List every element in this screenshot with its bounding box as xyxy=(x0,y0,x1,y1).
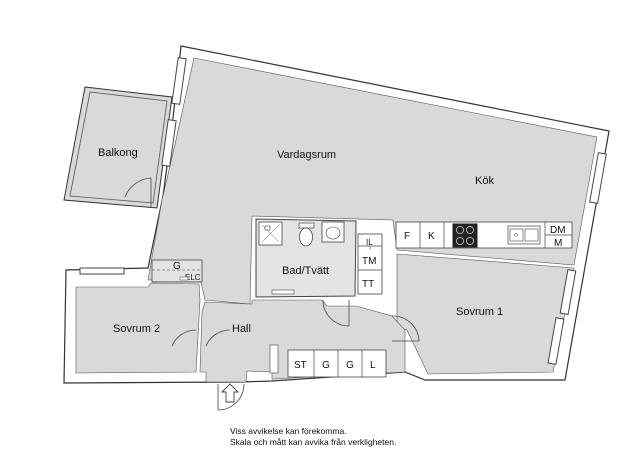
disclaimer-line-1: Viss avvikelse kan förekomma. xyxy=(230,426,347,436)
room-label-hall: Hall xyxy=(232,323,251,335)
fixture-k: K xyxy=(428,231,435,242)
fixture-tm: TM xyxy=(362,256,376,267)
kitchen-counter xyxy=(395,221,573,249)
room-label-vardagsrum: Vardagsrum xyxy=(277,149,336,161)
room-label-sovrum-1: Sovrum 1 xyxy=(456,306,503,318)
fixture-l: L xyxy=(370,360,376,371)
fixture-st: ST xyxy=(294,360,307,371)
balcony xyxy=(63,86,173,209)
fixture-g-closet: G xyxy=(173,261,181,272)
entrance-arrow-icon xyxy=(220,383,240,403)
toilet xyxy=(298,222,315,229)
fixture-g2: G xyxy=(346,360,354,371)
door-swings xyxy=(124,177,420,411)
fixture-dm: DM xyxy=(550,225,566,236)
hall-storage xyxy=(287,349,387,378)
disclaimer-line-2: Skala och mått kan avvika från verklighe… xyxy=(230,437,397,447)
fixture-m: M xyxy=(554,238,562,249)
room-label-balkong: Balkong xyxy=(98,147,138,159)
stove xyxy=(452,223,478,248)
bedroom2-floor xyxy=(75,282,201,374)
fixture-elc: ELC xyxy=(185,273,201,282)
room-label-bad-tvatt: Bad/Tvätt xyxy=(282,265,329,277)
fixture-g1: G xyxy=(322,360,330,371)
windows xyxy=(79,57,607,365)
fixture-tt: TT xyxy=(362,279,374,290)
fixture-il: IL xyxy=(366,238,373,247)
fixture-f: F xyxy=(404,231,410,242)
room-label-sovrum-2: Sovrum 2 xyxy=(113,323,160,335)
room-label-kok: Kök xyxy=(475,175,494,187)
